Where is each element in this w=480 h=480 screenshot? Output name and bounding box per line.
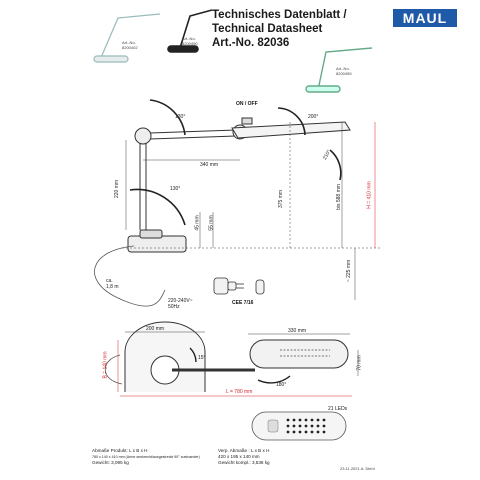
packaging-weight: Gewicht kompl.: 3,538 kg <box>218 460 270 465</box>
dim-upper: 220 mm <box>114 179 121 199</box>
thumb2-label: Art.-No. 8200490 <box>182 36 198 46</box>
title-line-2: Technical Datasheet <box>212 23 323 35</box>
thumbnail-lamp-blue <box>305 47 373 93</box>
dim-length: L = 780 mm <box>224 389 255 395</box>
dim-depth: B = 140 mm <box>102 351 109 379</box>
dim-arm: 340 mm <box>200 162 219 168</box>
dim-height-arm: 375 mm <box>278 189 285 209</box>
angle-base: 130° <box>170 186 181 192</box>
thumb3-label: Art.-No. 8200455 <box>336 66 352 76</box>
product-dims: 780 x 140 x 410 mm (Arme senkrecht/ausge… <box>92 455 200 459</box>
dim-head-width: 330 mm <box>288 328 307 334</box>
dim-max: bis 588 mm <box>335 184 342 210</box>
packaging-dimensions: Verp. Abmaße : L x B x H 420 x 195 x 140… <box>218 448 270 466</box>
top-view-lamp <box>104 321 349 392</box>
plug-drawing <box>213 277 265 295</box>
angle-top-right: 200° <box>308 114 319 120</box>
dim-min: ~ 225 mm <box>346 259 353 283</box>
packaging-title: Verp. Abmaße : L x B x H <box>218 448 270 453</box>
article-number: Art.-No. 82036 <box>212 37 290 49</box>
side-dimensions <box>94 99 380 307</box>
title-line-1: Technisches Datenblatt / <box>212 9 347 21</box>
thumbnail-lamp-white <box>93 13 161 63</box>
dim-base-width: 200 mm <box>146 326 165 332</box>
product-dimensions: Abmaße Produkt: L x B x H 780 x 140 x 41… <box>92 448 200 466</box>
thumb1-label: Art.-No. 8200402 <box>122 40 138 50</box>
dim-total-height: H = 410 mm <box>366 181 373 209</box>
brand-logo: MAUL <box>393 9 457 27</box>
plug-type: CEE 7/16 <box>232 300 254 306</box>
revision-date: 23.11.2021 A. Diehl <box>340 466 375 471</box>
top-dimensions <box>117 331 359 397</box>
angle-rotation: 180° <box>276 382 287 388</box>
angle-small: 15° <box>198 355 206 361</box>
dim-base-h1: 45 mm <box>194 215 201 231</box>
packaging-dims: 420 x 195 x 140 mm <box>218 454 260 459</box>
angle-top-left: 130° <box>175 114 186 120</box>
dim-base-h2: 55 mm <box>208 215 215 231</box>
switch-label: ON / OFF <box>236 101 258 107</box>
dim-head-depth: 70 mm <box>356 355 363 371</box>
side-view-lamp <box>127 117 351 253</box>
product-weight: Gewicht: 3,095 kg <box>92 460 129 465</box>
product-title: Abmaße Produkt: L x B x H <box>92 448 148 453</box>
cable-length: ca. 1,8 m <box>106 278 119 290</box>
led-head <box>251 411 347 441</box>
led-count: 21 LEDs <box>328 406 348 412</box>
datasheet-title: Technisches Datenblatt / Technical Datas… <box>212 8 347 50</box>
thumbnail-lamp-black <box>167 9 213 53</box>
voltage-label: 220-240V~ 50Hz <box>168 298 193 310</box>
